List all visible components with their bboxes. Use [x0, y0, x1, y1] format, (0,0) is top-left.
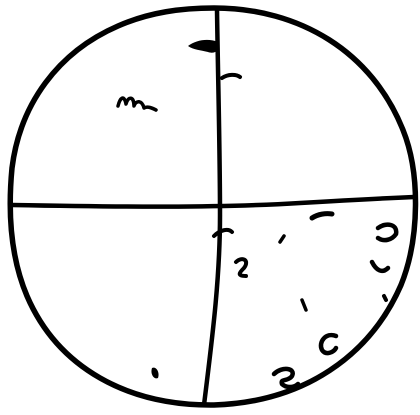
ink-mark-center — [214, 230, 232, 236]
shade-mark-5 — [372, 262, 388, 271]
shade-mark-7 — [302, 300, 306, 310]
shade-mark-8 — [321, 335, 336, 353]
shade-mark-4 — [378, 225, 396, 240]
scribble-top-left — [118, 98, 156, 110]
horizontal-divider — [12, 197, 414, 207]
ink-mark-top-2 — [222, 75, 240, 78]
shade-mark-6 — [384, 296, 386, 300]
shade-mark-3 — [236, 259, 246, 276]
shade-mark-9 — [274, 369, 298, 387]
shade-mark-1 — [312, 214, 332, 218]
shade-mark-2 — [280, 236, 284, 242]
ink-mark-top-1 — [188, 40, 219, 53]
ink-mark-bottom-left — [151, 368, 158, 379]
